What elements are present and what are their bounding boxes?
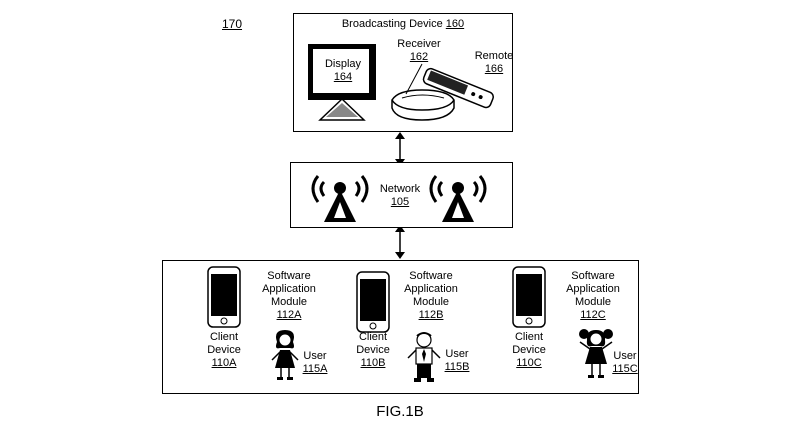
connector-arrow-network-clients [395, 225, 405, 259]
user-girl-pigtails-icon [579, 329, 613, 378]
phone-icon-b [356, 271, 390, 333]
phone-icon-c [512, 266, 546, 328]
figure-caption: FIG.1B [376, 403, 424, 420]
user-boy-icon [407, 332, 441, 382]
client-device-label-c: Client Device 110C [512, 331, 546, 369]
user-label-a: User 115A [302, 350, 328, 375]
receiver-label: Receiver 162 [397, 38, 441, 63]
clients-box [162, 260, 639, 394]
user-girl-icon [271, 330, 299, 380]
module-label-a: Software Application Module 112A [262, 270, 316, 321]
user-label-b: User 115B [444, 348, 470, 373]
antenna-left-icon [311, 175, 369, 222]
figure-ref: 170 [222, 17, 243, 31]
display-label: Display 164 [324, 58, 362, 83]
remote-control-icon [422, 67, 494, 109]
broadcasting-device-title: Broadcasting Device 160 [341, 18, 465, 30]
module-label-b: Software Application Module 112B [404, 270, 458, 321]
network-label: Network 105 [379, 183, 421, 208]
display-monitor-icon [308, 44, 376, 121]
receiver-pointer-line [405, 63, 423, 95]
receiver-box-icon [391, 89, 455, 121]
client-device-label-b: Client Device 110B [356, 331, 390, 369]
module-label-c: Software Application Module 112C [566, 270, 620, 321]
antenna-right-icon [429, 175, 487, 222]
client-device-label-a: Client Device 110A [207, 331, 241, 369]
connector-arrow-broadcast-network [395, 132, 405, 166]
remote-label: Remote 166 [474, 50, 514, 75]
phone-icon-a [207, 266, 241, 328]
user-label-c: User 115C [612, 350, 638, 375]
